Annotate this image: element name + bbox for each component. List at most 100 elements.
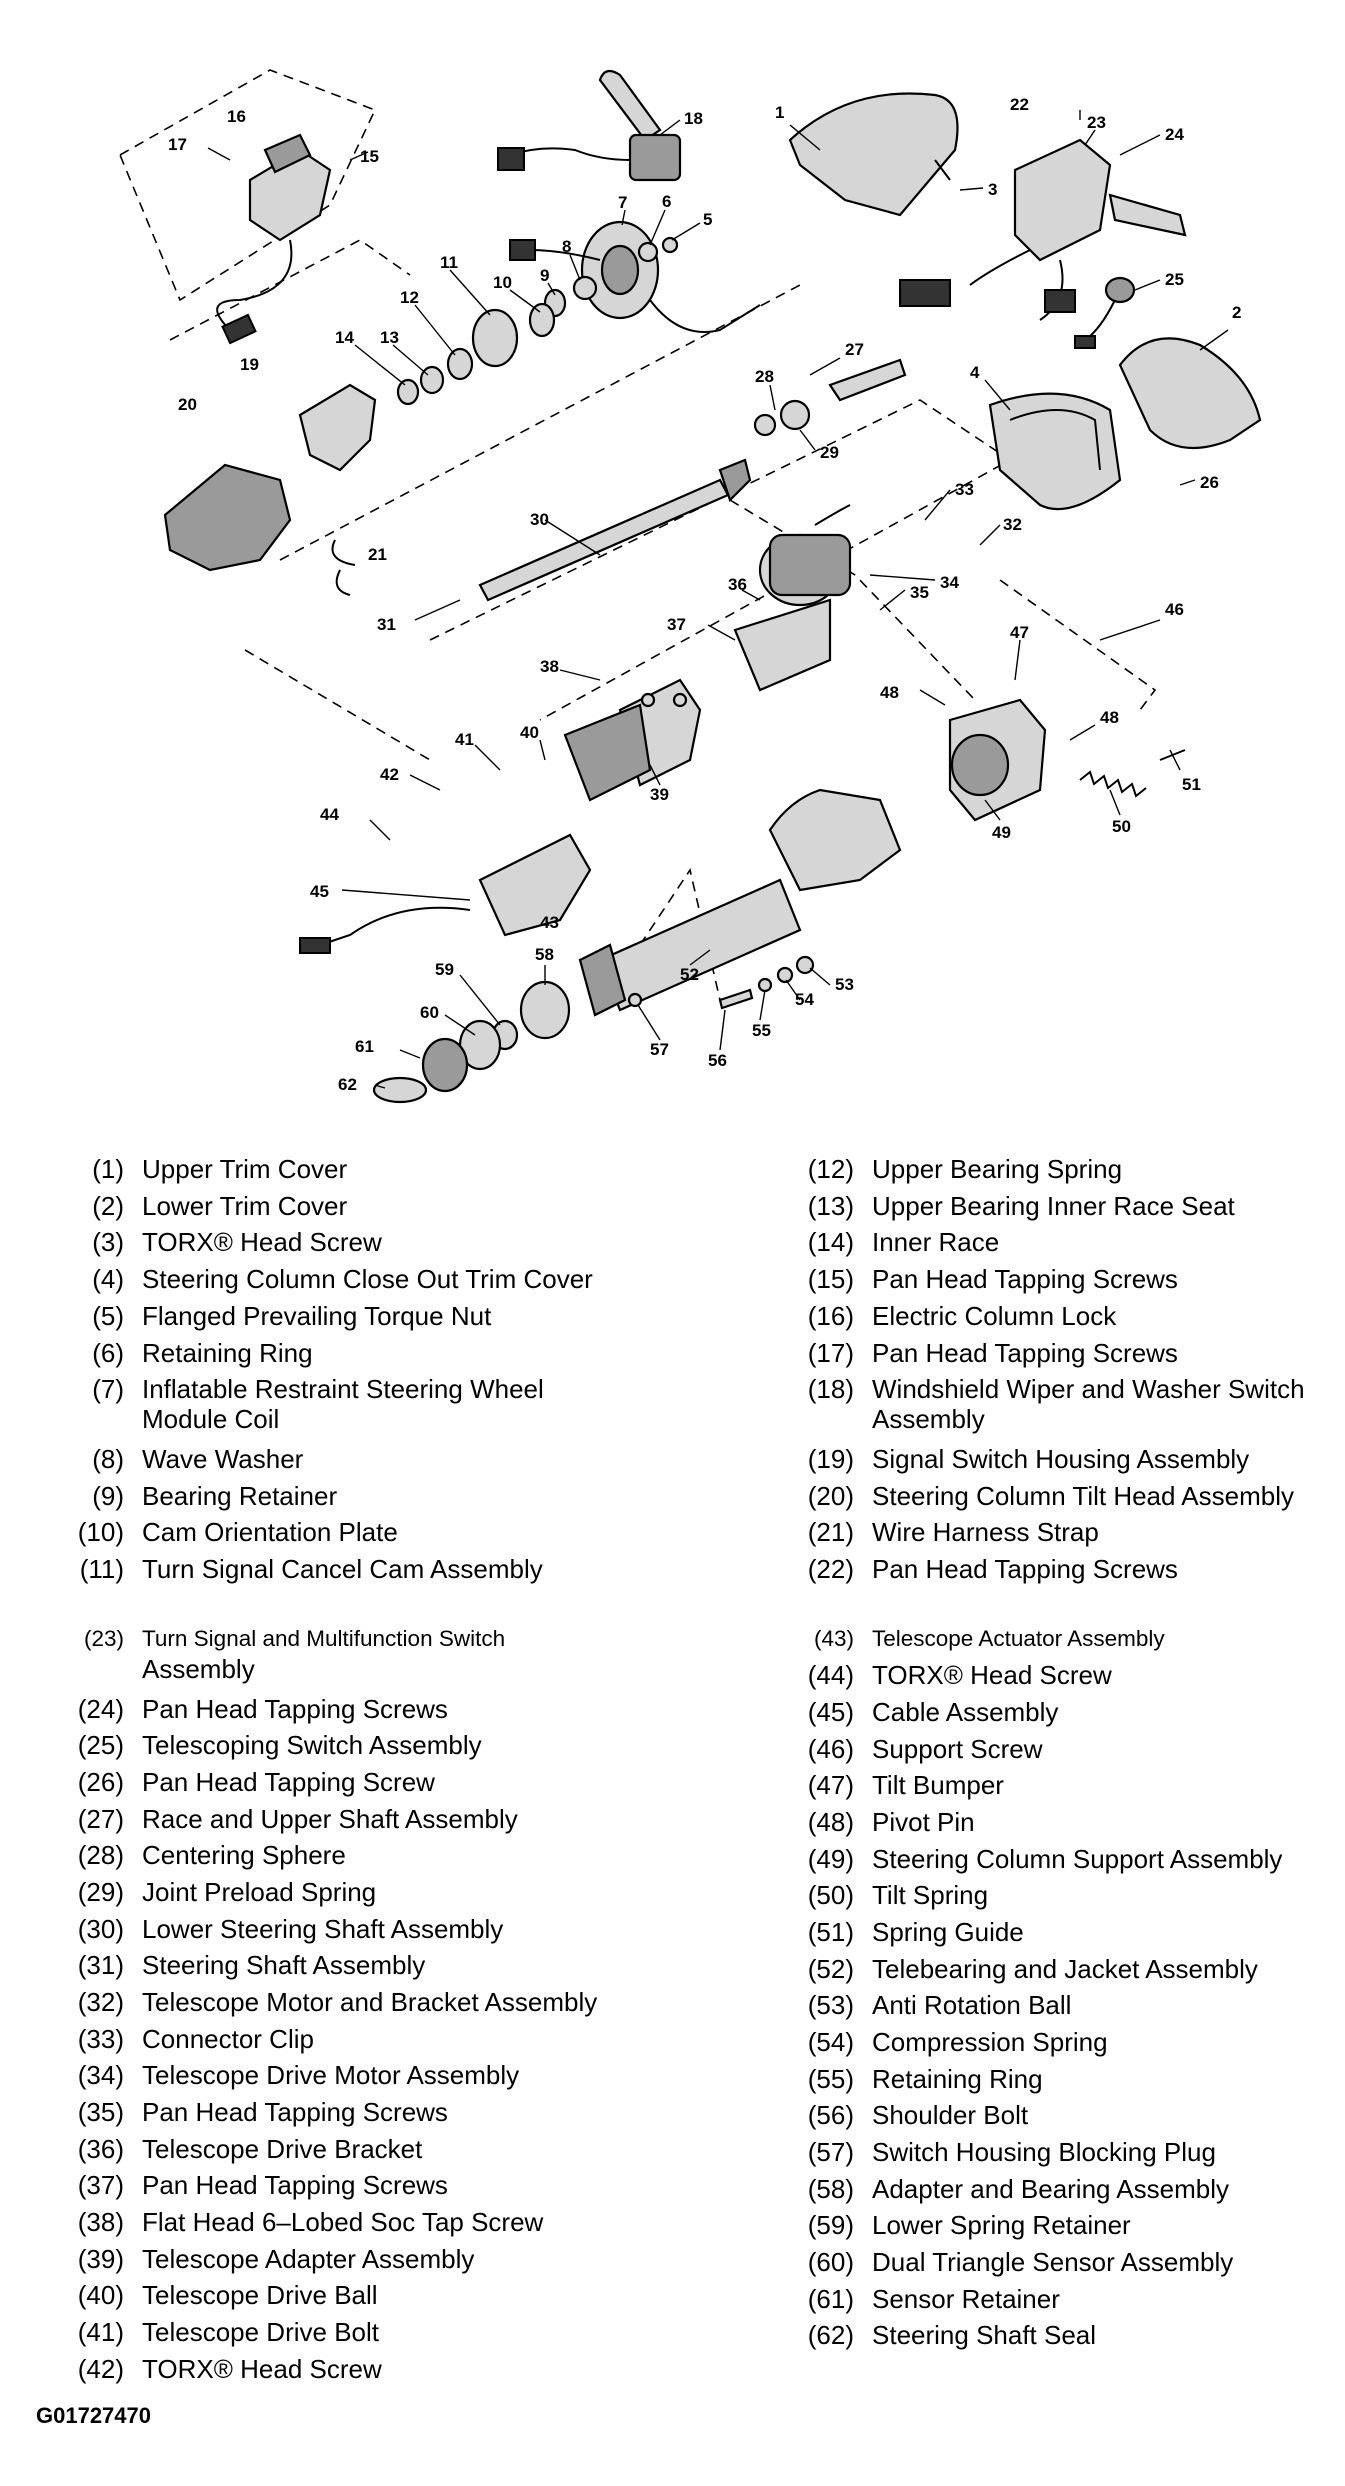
- callout-41: 41: [455, 730, 474, 749]
- callout-35: 35: [910, 583, 929, 602]
- legend-item-number: (59): [807, 2210, 854, 2240]
- legend-item-label: Pan Head Tapping Screws: [872, 1338, 1178, 1368]
- callout-6: 6: [662, 192, 671, 211]
- legend-item-number: (21): [807, 1517, 854, 1547]
- callout-19: 19: [240, 355, 259, 374]
- legend-item-number: (46): [807, 1734, 854, 1764]
- legend-item-label: Joint Preload Spring: [142, 1877, 377, 1907]
- legend-item-label: Dual Triangle Sensor Assembly: [872, 2247, 1234, 2277]
- legend-item-number: (2): [92, 1191, 124, 1221]
- legend-item-number: (13): [807, 1191, 854, 1221]
- callout-51: 51: [1182, 775, 1201, 794]
- legend-item-number: (31): [77, 1950, 124, 1980]
- legend-item-number: (12): [807, 1154, 854, 1184]
- legend-item-label: Pan Head Tapping Screws: [142, 2097, 448, 2127]
- legend-item-number: (40): [77, 2280, 124, 2310]
- legend-item-number: (19): [807, 1444, 854, 1474]
- part-25-telescoping-switch: [1074, 276, 1136, 349]
- legend-item-number: (8): [92, 1444, 124, 1474]
- legend-item-label-continued: Assembly: [142, 1654, 255, 1684]
- legend-item-label: Lower Spring Retainer: [872, 2210, 1131, 2240]
- legend-item-number: (27): [77, 1804, 124, 1834]
- legend-item-number: (18): [807, 1374, 854, 1404]
- callout-54: 54: [795, 990, 814, 1009]
- callout-numbers: 1 2 3 4 5 6 7 8 9 10 11 12 13 14 15 16 1…: [168, 95, 1241, 1094]
- callout-47: 47: [1010, 623, 1029, 642]
- legend-item-label: Centering Sphere: [142, 1840, 346, 1870]
- legend-item-label: Telebearing and Jacket Assembly: [872, 1954, 1258, 1984]
- callout-23: 23: [1087, 113, 1106, 132]
- part-18-wiper-switch: [497, 69, 682, 182]
- legend-item-number: (25): [77, 1730, 124, 1760]
- legend-item-label: Lower Steering Shaft Assembly: [142, 1914, 504, 1944]
- legend-item-number: (57): [807, 2137, 854, 2167]
- callout-39: 39: [650, 785, 669, 804]
- legend-item-number: (37): [77, 2170, 124, 2200]
- legend-item-number: (61): [807, 2284, 854, 2314]
- legend-item-number: (56): [807, 2100, 854, 2130]
- callout-15: 15: [360, 147, 379, 166]
- legend-item-label: Sensor Retainer: [872, 2284, 1060, 2314]
- legend-item-number: (60): [807, 2247, 854, 2277]
- legend-item-number: (39): [77, 2244, 124, 2274]
- parts-53-57-hardware: [627, 955, 815, 1010]
- legend-item-label: Upper Trim Cover: [142, 1154, 348, 1184]
- legend-item-number: (28): [77, 1840, 124, 1870]
- legend-item-label: Flat Head 6–Lobed Soc Tap Screw: [142, 2207, 544, 2237]
- legend-item-number: (24): [77, 1694, 124, 1724]
- legend-item-label-continued: Module Coil: [142, 1404, 280, 1434]
- callout-11: 11: [440, 253, 458, 272]
- legend-item-number: (53): [807, 1990, 854, 2020]
- callout-56: 56: [708, 1051, 727, 1070]
- legend-item-number: (4): [92, 1264, 124, 1294]
- legend-item-number: (58): [807, 2174, 854, 2204]
- part-27-upper-shaft: [753, 358, 907, 437]
- legend-item-label: Cable Assembly: [872, 1697, 1059, 1727]
- legend-item-label: Connector Clip: [142, 2024, 314, 2054]
- legend-item-label: Pivot Pin: [872, 1807, 975, 1837]
- legend-item-number: (20): [807, 1481, 854, 1511]
- legend-item-label: Retaining Ring: [142, 1338, 313, 1368]
- callout-4: 4: [970, 363, 980, 382]
- legend-item-number: (41): [77, 2317, 124, 2347]
- legend-item-label: Wave Washer: [142, 1444, 304, 1474]
- legend-item-number: (7): [92, 1374, 124, 1404]
- legend-item-label: Pan Head Tapping Screw: [142, 1767, 435, 1797]
- legend-item-number: (35): [77, 2097, 124, 2127]
- callout-48: 48: [880, 683, 899, 702]
- callout-60: 60: [420, 1003, 439, 1022]
- part-52-jacket: [578, 788, 902, 1017]
- part-34-motor: [733, 504, 852, 692]
- legend-item-number: (62): [807, 2320, 854, 2350]
- legend-item-label: Support Screw: [872, 1734, 1043, 1764]
- legend-item-label: Pan Head Tapping Screws: [872, 1554, 1178, 1584]
- legend-item-label: TORX® Head Screw: [142, 1227, 382, 1257]
- legend-item-number: (11): [79, 1554, 124, 1584]
- legend-item-number: (23): [83, 1626, 124, 1651]
- exploded-view-diagram: 1 2 3 4 5 6 7 8 9 10 11 12 13 14 15 16 1…: [119, 69, 1262, 1104]
- legend-item-label: Pan Head Tapping Screws: [872, 1264, 1178, 1294]
- part-43-actuator: [299, 833, 592, 954]
- legend-item-label-continued: Assembly: [872, 1404, 985, 1434]
- callout-40: 40: [520, 723, 539, 742]
- callout-12: 12: [400, 288, 419, 307]
- callout-7: 7: [618, 193, 627, 212]
- legend-item-label: Signal Switch Housing Assembly: [872, 1444, 1250, 1474]
- legend-item-number: (9): [92, 1481, 124, 1511]
- callout-53: 53: [835, 975, 854, 994]
- part-50-tilt-spring: [1079, 749, 1186, 798]
- legend-item-number: (54): [807, 2027, 854, 2057]
- callout-30: 30: [530, 510, 549, 529]
- legend-item-number: (29): [77, 1877, 124, 1907]
- legend-item-label: Shoulder Bolt: [872, 2100, 1029, 2130]
- legend-item-number: (22): [807, 1554, 854, 1584]
- legend-item-label: Telescope Drive Bracket: [142, 2134, 423, 2164]
- legend-item-label: Telescope Drive Bolt: [142, 2317, 379, 2347]
- legend-item-label: Turn Signal Cancel Cam Assembly: [142, 1554, 543, 1584]
- callout-55: 55: [752, 1021, 771, 1040]
- legend-item-label: Tilt Spring: [872, 1880, 989, 1910]
- legend-item-number: (10): [77, 1517, 124, 1547]
- legend-item-label: Inflatable Restraint Steering Wheel: [142, 1374, 544, 1404]
- part-39-adapter: [563, 678, 702, 802]
- callout-9: 9: [540, 266, 549, 285]
